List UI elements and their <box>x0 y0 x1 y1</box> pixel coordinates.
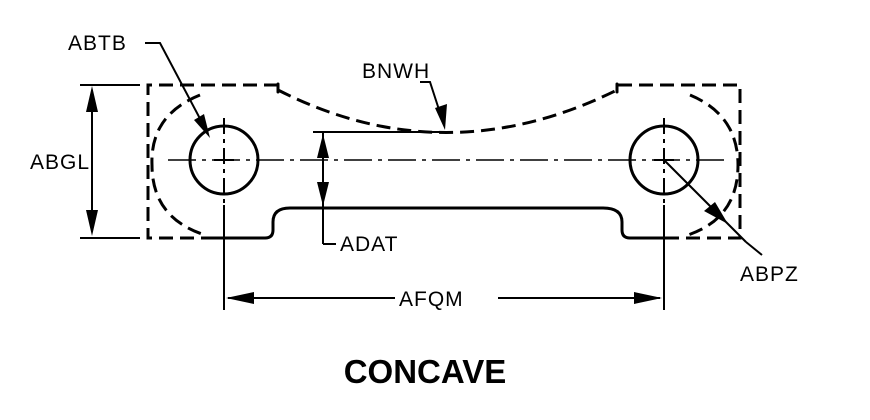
link-body-outline <box>213 82 674 240</box>
abpz-label: ABPZ <box>740 263 799 286</box>
abgl-label: ABGL <box>30 151 90 174</box>
extension-lines <box>80 84 665 310</box>
adat-dimension: ADAT <box>317 134 398 256</box>
centerlines <box>168 118 728 205</box>
afqm-label: AFQM <box>399 288 464 311</box>
dashed-end-contours <box>150 93 740 237</box>
abpz-leader: ABPZ <box>663 159 799 286</box>
bnwh-label: BNWH <box>362 60 430 83</box>
abgl-dimension: ABGL <box>30 86 98 236</box>
afqm-dimension: AFQM <box>226 288 662 311</box>
bnwh-leader: BNWH <box>362 60 447 130</box>
abtb-leader: ABTB <box>68 32 210 138</box>
figure-title: CONCAVE <box>344 353 507 390</box>
abtb-label: ABTB <box>68 32 127 55</box>
adat-label: ADAT <box>340 233 398 256</box>
